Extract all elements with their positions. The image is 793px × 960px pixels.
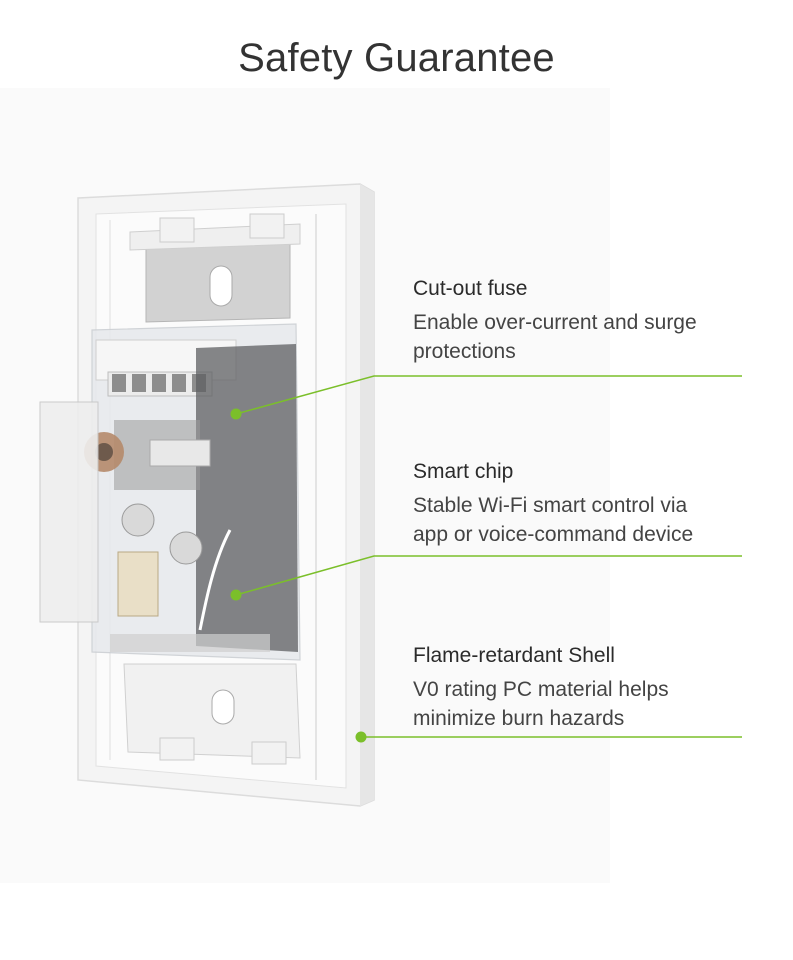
mounting-yoke-top	[129, 213, 301, 323]
feature-flame-retardant-shell: Flame-retardant Shell V0 rating PC mater…	[413, 643, 669, 733]
switch-housing	[39, 323, 301, 661]
callout-fuse	[230, 375, 742, 420]
callout-shell	[355, 731, 742, 743]
feature-title: Cut-out fuse	[413, 277, 528, 300]
feature-smart-chip: Smart chip Stable Wi-Fi smart control vi…	[413, 459, 693, 549]
mounting-yoke-bottom	[123, 663, 301, 765]
feature-title: Smart chip	[413, 460, 514, 483]
feature-description: Stable Wi-Fi smart control via app or vo…	[413, 494, 694, 546]
page-title: Safety Guarantee	[238, 36, 555, 80]
feature-description: Enable over-current and surge protection…	[413, 311, 697, 363]
callout-chip	[230, 555, 742, 601]
feature-title: Flame-retardant Shell	[413, 644, 615, 667]
feature-description: V0 rating PC material helps minimize bur…	[413, 678, 669, 730]
feature-cutout-fuse: Cut-out fuse Enable over-current and sur…	[413, 276, 697, 366]
